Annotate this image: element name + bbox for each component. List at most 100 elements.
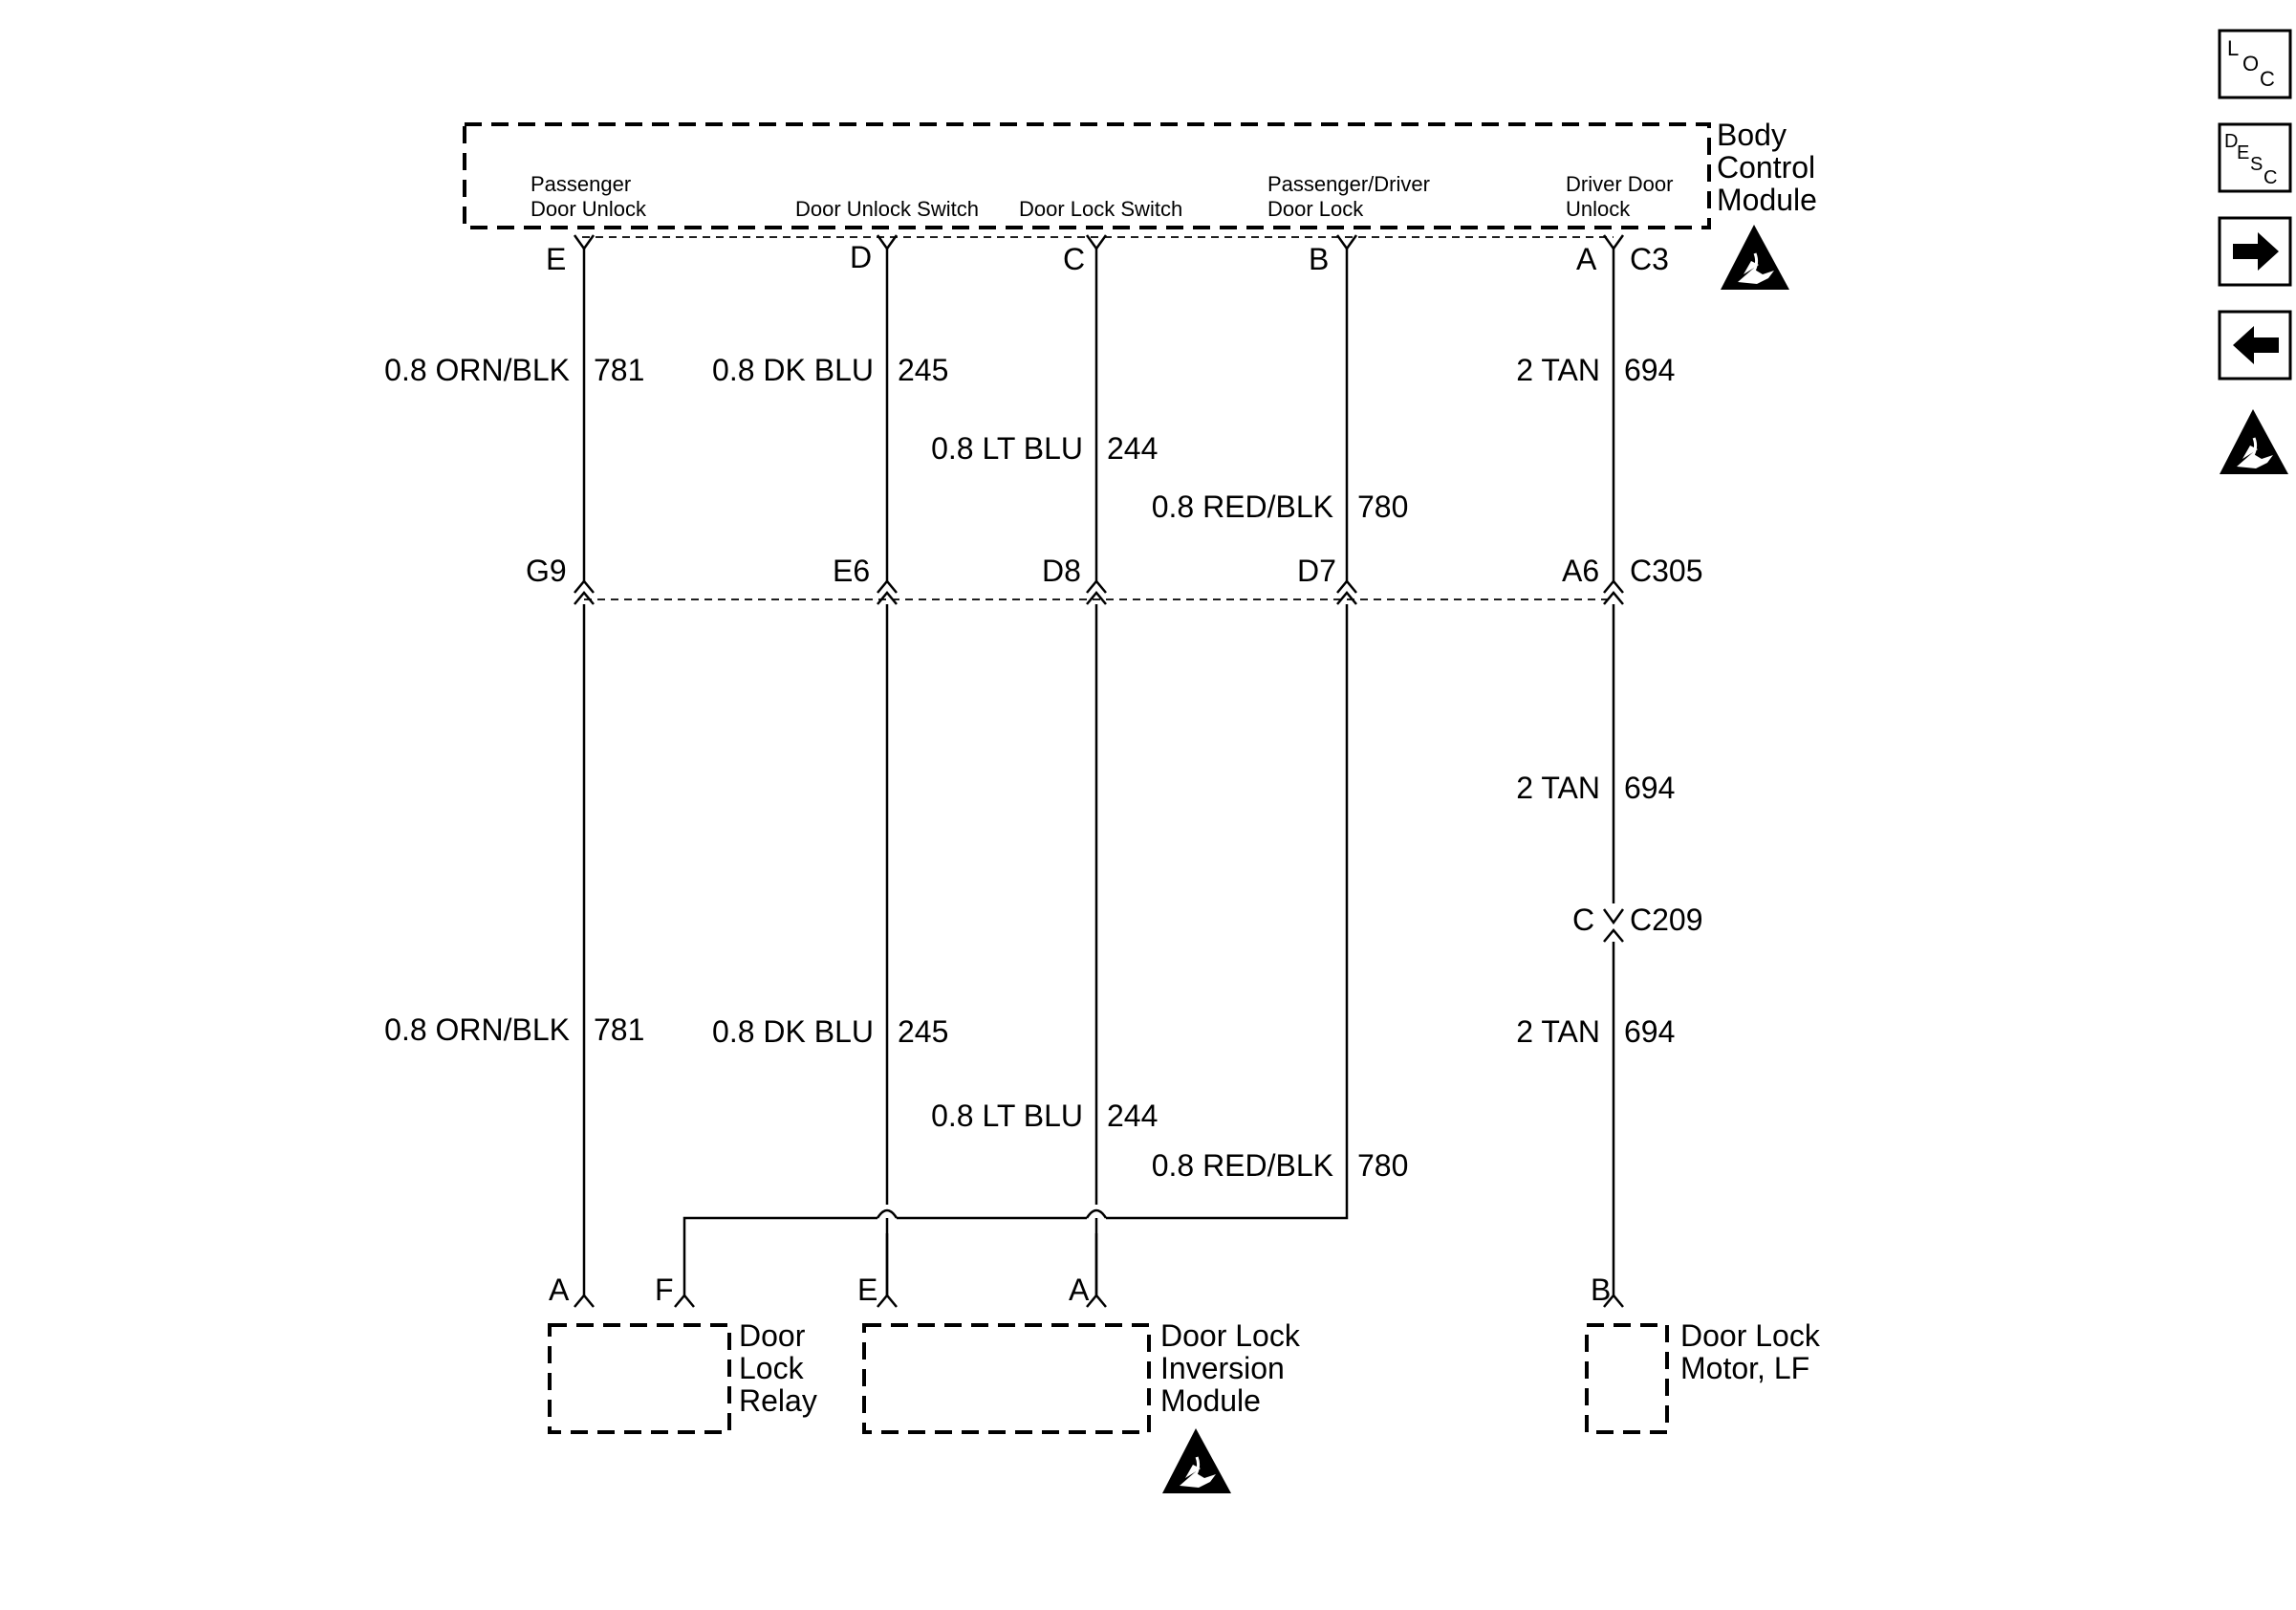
- wire-780-color-lower: 0.8 RED/BLK: [1152, 1148, 1333, 1183]
- wire-694-circuit-mid: 694: [1624, 771, 1675, 805]
- wire-780-color-upper: 0.8 RED/BLK: [1152, 490, 1333, 524]
- inversion-name-line-1: Door Lock: [1160, 1318, 1301, 1353]
- relay-pin-a: A: [549, 1273, 570, 1307]
- wire-245-circuit-lower: 245: [898, 1014, 948, 1049]
- next-button[interactable]: [2218, 216, 2292, 287]
- bcm-pin-d: D: [850, 240, 872, 274]
- c305-pin-a6: A6: [1562, 554, 1599, 588]
- desc-mid: E: [2237, 142, 2249, 163]
- c209-male-terminal: [1603, 928, 1624, 943]
- nav-panel: L O C D E S C: [2218, 29, 2292, 476]
- bottom-terminals: [574, 1294, 1624, 1308]
- connector-c209: C C209: [1572, 903, 1703, 943]
- bcm-pin-e-label-line-1: Passenger: [531, 172, 631, 196]
- motor-frame: [1585, 1323, 1669, 1434]
- bcm-name-line-2: Control: [1717, 150, 1815, 185]
- wire-780-circuit-lower: 780: [1357, 1148, 1408, 1183]
- c305-pin-d7: D7: [1297, 554, 1336, 588]
- motor-name-line-1: Door Lock: [1680, 1318, 1821, 1353]
- inversion-frame: [862, 1323, 1151, 1434]
- motor-name-line-2: Motor, LF: [1680, 1351, 1809, 1385]
- relay-frame: [548, 1323, 731, 1434]
- relay-name-line-3: Relay: [739, 1383, 817, 1418]
- description-button[interactable]: D E S C: [2218, 122, 2292, 193]
- upper-wire-labels: 0.8 ORN/BLK 781 0.8 DK BLU 245 0.8 LT BL…: [384, 353, 1675, 524]
- body-control-module: Body Control Module Passenger Door Unloc…: [463, 118, 1817, 292]
- lower-wire-labels: 2 TAN 694 0.8 ORN/BLK 781 0.8 DK BLU 245…: [384, 771, 1675, 1183]
- wire-245-circuit-upper: 245: [898, 353, 948, 387]
- c305-pin-e6: E6: [833, 554, 870, 588]
- wire-781-circuit-lower: 781: [594, 1012, 644, 1047]
- bcm-name-line-3: Module: [1717, 183, 1817, 217]
- inversion-pin-e: E: [857, 1273, 877, 1307]
- door-lock-inversion-module: E A Door Lock Inversion Module: [857, 1273, 1301, 1495]
- c209-pin-c: C: [1572, 903, 1594, 937]
- c209-connector-name: C209: [1630, 903, 1703, 937]
- previous-button[interactable]: [2218, 310, 2292, 381]
- bcm-pin-a: A: [1576, 242, 1597, 276]
- loc-mid: O: [2242, 52, 2259, 76]
- arrow-right-icon: [2233, 232, 2279, 271]
- inversion-name-line-2: Inversion: [1160, 1351, 1285, 1385]
- desc-big: D: [2224, 131, 2238, 152]
- wire-780-circuit-upper: 780: [1357, 490, 1408, 524]
- wire-245-color-lower: 0.8 DK BLU: [712, 1014, 874, 1049]
- wire-781-circuit-upper: 781: [594, 353, 644, 387]
- bcm-pin-b-label-line-1: Passenger/Driver: [1267, 172, 1430, 196]
- wire-694-color-lower: 2 TAN: [1516, 1014, 1600, 1049]
- wire-244-color-upper: 0.8 LT BLU: [931, 431, 1083, 466]
- wire-694-circuit-lower: 694: [1624, 1014, 1675, 1049]
- wire-780-lower: [682, 604, 1349, 1295]
- bcm-pin-a-label-line-2: Unlock: [1566, 197, 1631, 221]
- bcm-esd-icon: [1719, 223, 1791, 292]
- c305-pin-d8: D8: [1042, 554, 1081, 588]
- wire-245-color-upper: 0.8 DK BLU: [712, 353, 874, 387]
- wire-694-circuit-upper: 694: [1624, 353, 1675, 387]
- bcm-pin-e: E: [546, 242, 566, 276]
- wire-244-color-lower: 0.8 LT BLU: [931, 1099, 1083, 1133]
- wire-781-color-upper: 0.8 ORN/BLK: [384, 353, 570, 387]
- wire-244-circuit-upper: 244: [1107, 431, 1158, 466]
- wire-694-color-mid: 2 TAN: [1516, 771, 1600, 805]
- desc-mid2: S: [2250, 154, 2263, 175]
- motor-pin-b: B: [1591, 1273, 1611, 1307]
- c305-connector-name: C305: [1630, 554, 1703, 588]
- bcm-pin-d-label: Door Unlock Switch: [795, 197, 979, 221]
- door-lock-relay: A F Door Lock Relay: [548, 1273, 817, 1434]
- bcm-name-line-1: Body: [1717, 118, 1787, 152]
- wire-244-circuit-lower: 244: [1107, 1099, 1158, 1133]
- bcm-pin-c-label: Door Lock Switch: [1019, 197, 1182, 221]
- bcm-frame: [463, 122, 1711, 229]
- arrow-left-icon: [2233, 326, 2279, 364]
- wire-245-crossover: [876, 1208, 899, 1219]
- inversion-esd-icon: [1160, 1426, 1233, 1495]
- bcm-pin-b-label-line-2: Door Lock: [1267, 197, 1364, 221]
- c305-terminals: [574, 579, 1624, 605]
- c209-female-terminal: [1602, 908, 1625, 925]
- c3-connector-name: C3: [1630, 242, 1669, 276]
- bcm-pin-e-label-line-2: Door Unlock: [531, 197, 647, 221]
- bcm-pin-c: C: [1063, 242, 1085, 276]
- relay-name-line-1: Door: [739, 1318, 806, 1353]
- inversion-name-line-3: Module: [1160, 1383, 1261, 1418]
- esd-warning-icon[interactable]: [2218, 407, 2290, 476]
- terminal-d: [876, 234, 899, 251]
- door-lock-motor-lf: B Door Lock Motor, LF: [1585, 1273, 1821, 1434]
- inversion-pin-a: A: [1069, 1273, 1090, 1307]
- wire-694-color-upper: 2 TAN: [1516, 353, 1600, 387]
- bcm-pin-a-label-line-1: Driver Door: [1566, 172, 1673, 196]
- desc-sub: C: [2264, 167, 2277, 188]
- connector-c305: G9 E6 D8 D7 A6 C305: [526, 554, 1703, 605]
- bcm-pin-b: B: [1309, 242, 1329, 276]
- c305-pin-g9: G9: [526, 554, 567, 588]
- lower-wires: [582, 604, 1615, 1295]
- wire-781-color-lower: 0.8 ORN/BLK: [384, 1012, 570, 1047]
- relay-name-line-2: Lock: [739, 1351, 805, 1385]
- relay-pin-f: F: [655, 1273, 674, 1307]
- wire-244-crossover: [1085, 1208, 1108, 1219]
- location-button[interactable]: L O C: [2218, 29, 2292, 99]
- upper-wires: [582, 249, 1615, 581]
- loc-big: L: [2227, 36, 2239, 60]
- loc-sub: C: [2260, 67, 2275, 91]
